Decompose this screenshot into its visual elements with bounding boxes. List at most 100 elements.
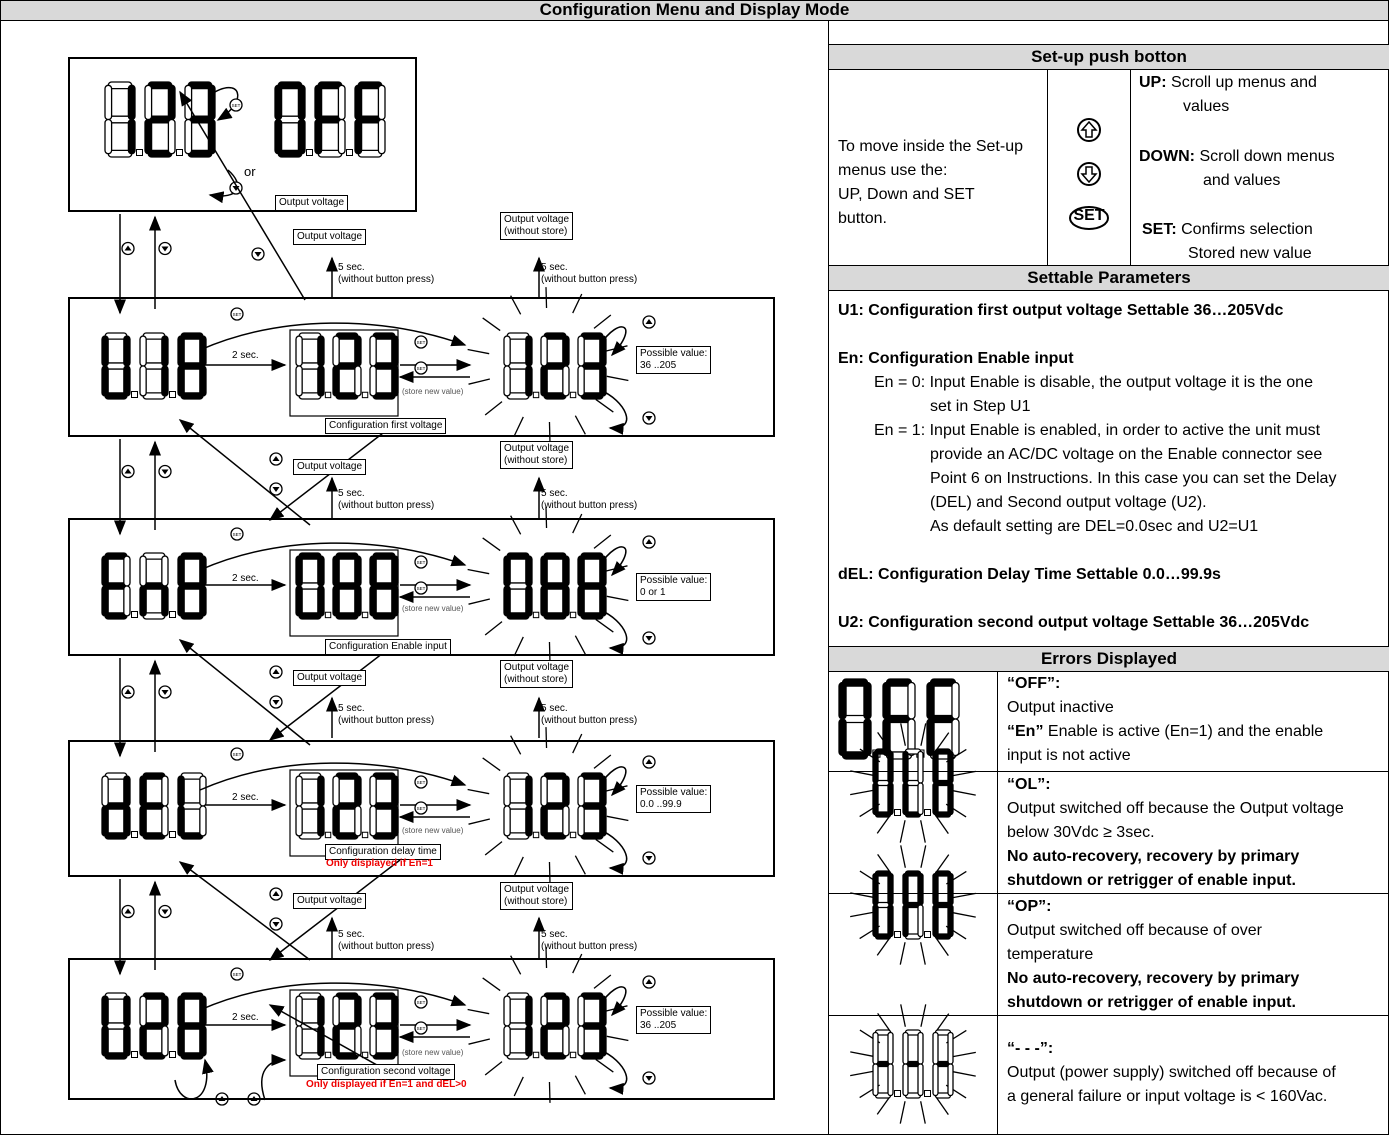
down-button-small [269, 482, 283, 496]
decimal-point [532, 1051, 540, 1059]
svg-text:SET: SET [417, 1026, 426, 1031]
possible-del: Possible value: 0.0 ..99.9 [636, 785, 712, 813]
err-off-text: “OFF”: Output inactive “En” Enable is ac… [1007, 672, 1387, 768]
seven-seg-digit [872, 748, 894, 818]
err-off-l1: Output inactive [1007, 699, 1114, 716]
decimal-point [306, 149, 313, 156]
long-curve-arrow [199, 982, 467, 1011]
set-text: Confirms selection [1181, 221, 1313, 238]
err-off-en: “En” [1007, 723, 1044, 740]
err-ol-b2: shutdown or retrigger of enable input. [1007, 872, 1296, 889]
seven-seg-digit [139, 332, 169, 400]
errors-header: Errors Displayed [829, 646, 1389, 672]
set-button-small: SET [230, 747, 244, 761]
up-button-small [269, 887, 283, 901]
seven-seg-digit [101, 992, 131, 1060]
up-button-small [642, 315, 656, 329]
decimal-point [569, 611, 577, 619]
decimal-point [894, 931, 901, 938]
seven-seg-digit [540, 332, 570, 400]
display-u2-value [295, 992, 399, 1060]
seven-seg-digit [101, 552, 131, 620]
error-display-dash [872, 1029, 954, 1099]
output-voltage-label-3: Output voltage [293, 670, 367, 686]
seven-seg-digit [101, 332, 131, 400]
param-del: dEL: Configuration Delay Time Settable 0… [838, 566, 1221, 583]
seven-seg-digit [295, 772, 325, 840]
decimal-point [131, 611, 138, 618]
up-button-small [121, 464, 135, 479]
two-sec-1: 2 sec. [232, 350, 259, 361]
svg-text:SET: SET [233, 972, 242, 977]
decimal-point [169, 611, 176, 618]
seven-seg-digit [332, 772, 362, 840]
decimal-point [569, 831, 577, 839]
seven-seg-digit [332, 332, 362, 400]
setup-col-divider-2 [1130, 69, 1131, 265]
param-u1: U1: Configuration first output voltage S… [838, 302, 1284, 319]
long-curve-arrow [199, 762, 467, 791]
seven-seg-digit [902, 870, 924, 940]
seven-seg-digit [354, 81, 386, 158]
seven-seg-digit [577, 332, 607, 400]
display-u2-blink [503, 992, 607, 1060]
seven-seg-digit [932, 870, 954, 940]
setup-header: Set-up push botton [829, 44, 1389, 70]
output-voltage-nostore-2: Output voltage (without store) [500, 441, 574, 469]
error-display-off [838, 678, 960, 760]
decimal-point [176, 149, 183, 156]
store-new-4: (store new value) [402, 1048, 464, 1057]
seven-seg-digit [104, 81, 136, 158]
seven-seg-digit [314, 81, 346, 158]
down-button-icon [1077, 162, 1101, 186]
error-display-ol [872, 748, 954, 818]
setup-intro: To move inside the Set-up menus use the:… [838, 135, 1048, 231]
setup-buttons [1069, 118, 1109, 230]
set-button-small: SET [229, 98, 243, 112]
seven-seg-digit [295, 332, 325, 400]
seven-seg-digit [139, 552, 169, 620]
long-curve-arrow [199, 322, 467, 351]
down-button-small [642, 851, 656, 865]
five-sec-4b: 5 sec. (without button press) [541, 929, 638, 952]
setup-up-desc: UP: Scroll up menus and values [1139, 71, 1384, 119]
long-curve-arrow [199, 542, 467, 571]
seven-seg-digit [139, 992, 169, 1060]
set-text2: Stored new value [1188, 245, 1312, 262]
down-button-small [158, 241, 172, 256]
down-button-small [642, 631, 656, 645]
decimal-point [532, 391, 540, 399]
seven-seg-digit [540, 772, 570, 840]
five-sec-1a: 5 sec. (without button press) [338, 262, 435, 285]
seven-seg-digit [177, 772, 207, 840]
two-sec-4: 2 sec. [232, 1012, 259, 1023]
seven-seg-digit [101, 772, 131, 840]
cfg-delay-label: Configuration delay time [325, 844, 441, 860]
err-op-b1: No auto-recovery, recovery by primary [1007, 970, 1300, 987]
up-loop-arrow [599, 986, 627, 1017]
svg-text:SET: SET [417, 560, 426, 565]
param-en1d: (DEL) and Second output voltage (U2). [930, 494, 1207, 511]
param-en1b: provide an AC/DC voltage on the Enable c… [930, 446, 1323, 463]
decimal-point [346, 149, 353, 156]
panel-display-mode [68, 57, 417, 212]
display-u1-value [295, 332, 399, 400]
decimal-point [131, 831, 138, 838]
output-voltage-nostore-3: Output voltage (without store) [500, 660, 574, 688]
err-dash-l2: a general failure or input voltage is < … [1007, 1088, 1328, 1105]
seven-seg-digit [332, 552, 362, 620]
setup-set-desc: SET: Confirms selection Stored new value [1142, 218, 1387, 266]
err-dash-title: “- - -”: [1007, 1040, 1054, 1057]
seven-seg-digit [932, 748, 954, 818]
decimal-point [532, 611, 540, 619]
cross-arrow [268, 639, 401, 741]
seven-seg-digit [369, 552, 399, 620]
down-text: Scroll down menus [1199, 148, 1335, 165]
blink-rays [467, 727, 629, 883]
set-button-small: SET [414, 1021, 428, 1035]
svg-text:SET: SET [417, 586, 426, 591]
output-voltage-nostore-4: Output voltage (without store) [500, 882, 574, 910]
seven-seg-digit [902, 1029, 924, 1099]
down-text2: and values [1203, 172, 1281, 189]
up-loop-arrow [599, 546, 627, 577]
